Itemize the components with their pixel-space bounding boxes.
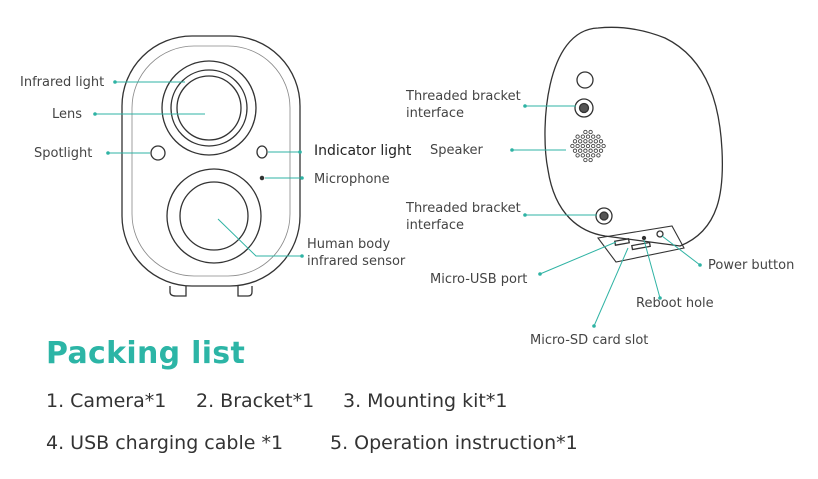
top-indicator-hole	[576, 71, 594, 89]
threaded-bracket-top-outer	[574, 98, 594, 118]
packing-item-5: 5. Operation instruction*1	[330, 432, 578, 454]
threaded-bracket-top-inner	[578, 102, 590, 114]
speaker-hole	[593, 148, 598, 153]
label-speaker: Speaker	[430, 143, 483, 158]
label-micro-usb-port: Micro-USB port	[430, 272, 528, 287]
microphone-hole	[259, 175, 265, 181]
packing-item-1: 1. Camera*1	[46, 390, 167, 412]
micro-sd-slot	[631, 241, 651, 251]
threaded-bracket-bottom-inner	[599, 211, 609, 221]
reboot-hole-dot	[641, 235, 647, 241]
speaker-grille	[570, 129, 606, 163]
leader-dots	[93, 80, 702, 328]
port-panel	[597, 225, 685, 263]
speaker-hole	[591, 143, 596, 149]
speaker-hole	[596, 134, 601, 139]
leader-human-body-sensor	[217, 218, 302, 257]
packing-item-3: 3. Mounting kit*1	[343, 390, 508, 412]
lens-inner-ring	[176, 75, 242, 141]
label-threaded-bracket-bottom-line2: interface	[406, 218, 464, 233]
label-microphone: Microphone	[314, 172, 390, 187]
pir-inner-ring	[179, 181, 249, 251]
speaker-hole	[588, 148, 593, 153]
label-lens: Lens	[52, 107, 83, 122]
lens-outer-ring	[161, 60, 257, 156]
camera-foot-right	[237, 286, 253, 297]
camera-front-inner	[131, 45, 291, 277]
speaker-hole	[580, 134, 585, 139]
speaker-hole	[583, 157, 588, 163]
spotlight-circle	[150, 145, 166, 161]
speaker-hole	[572, 139, 578, 144]
speaker-hole	[575, 143, 580, 149]
speaker-hole	[591, 153, 596, 158]
leader-micro-sd	[593, 247, 629, 327]
label-threaded-bracket-top-line2: interface	[406, 106, 464, 121]
speaker-hole	[596, 143, 601, 149]
speaker-hole	[580, 153, 585, 158]
label-reboot-hole: Reboot hole	[636, 296, 714, 311]
packing-item-4: 4. USB charging cable *1	[46, 432, 284, 454]
speaker-hole	[598, 148, 604, 153]
leader-lines	[95, 81, 701, 327]
indicator-light-oval	[256, 145, 268, 159]
camera-back-body	[544, 26, 724, 247]
speaker-hole	[583, 129, 588, 135]
speaker-hole	[585, 134, 591, 139]
speaker-hole	[583, 148, 588, 153]
lens-middle-ring	[170, 69, 248, 147]
speaker-hole	[580, 143, 585, 149]
pir-outer-ring	[166, 168, 262, 264]
label-indicator-light: Indicator light	[314, 143, 412, 159]
speaker-hole	[570, 143, 575, 149]
speaker-hole	[585, 143, 591, 149]
label-threaded-bracket-bottom-line1: Threaded bracket	[406, 201, 521, 216]
label-threaded-bracket-top-line1: Threaded bracket	[406, 89, 521, 104]
threaded-bracket-bottom-outer	[595, 207, 613, 225]
label-micro-sd-slot: Micro-SD card slot	[530, 333, 649, 348]
speaker-hole	[593, 139, 598, 144]
speaker-hole	[572, 148, 578, 153]
speaker-hole	[575, 134, 580, 139]
speaker-hole	[601, 143, 606, 149]
label-human-body-line2: infrared sensor	[307, 254, 406, 269]
speaker-hole	[588, 139, 593, 144]
speaker-hole	[596, 153, 601, 158]
packing-list-title: Packing list	[46, 336, 246, 371]
speaker-hole	[588, 129, 593, 135]
leader-power-button	[661, 235, 701, 266]
camera-front-body	[121, 35, 301, 287]
speaker-hole	[583, 139, 588, 144]
speaker-hole	[578, 139, 583, 144]
label-spotlight: Spotlight	[34, 146, 93, 161]
micro-usb-slot	[614, 238, 630, 246]
speaker-hole	[585, 153, 591, 158]
packing-item-2: 2. Bracket*1	[196, 390, 315, 412]
camera-back-view	[544, 26, 724, 263]
label-power-button: Power button	[708, 258, 795, 273]
leader-reboot-hole	[643, 239, 661, 299]
leader-micro-usb	[539, 241, 617, 275]
speaker-hole	[588, 157, 593, 163]
speaker-hole	[591, 134, 596, 139]
label-infrared-light: Infrared light	[20, 75, 105, 90]
power-button-dot	[656, 230, 664, 238]
camera-foot-left	[169, 286, 187, 297]
camera-front-view	[121, 35, 301, 297]
label-human-body-line1: Human body	[307, 237, 391, 252]
speaker-hole	[575, 153, 580, 158]
speaker-hole	[598, 139, 604, 144]
speaker-hole	[578, 148, 583, 153]
